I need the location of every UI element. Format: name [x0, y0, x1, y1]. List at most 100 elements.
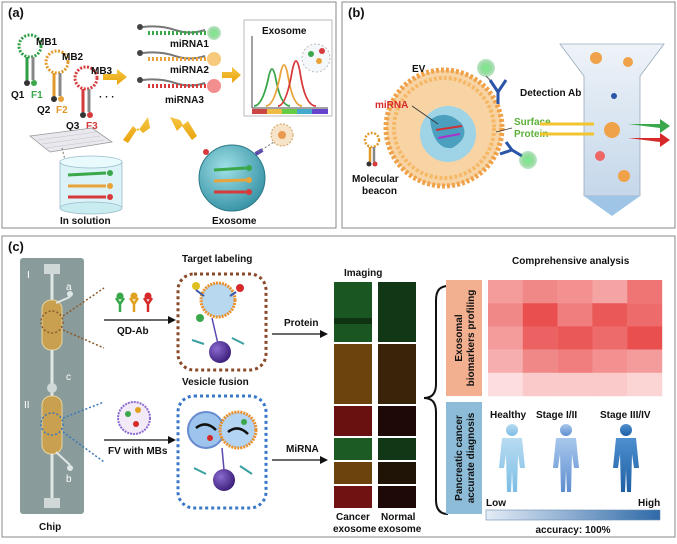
heatmap: [488, 280, 663, 397]
person-stage-late-icon: [613, 424, 639, 492]
accuracy-label: accuracy: 100%: [535, 525, 610, 536]
mirna-label: miRNA: [375, 100, 408, 111]
molecular-beacon-line2: beacon: [362, 186, 397, 197]
in-solution-label: In solution: [60, 216, 111, 227]
arrow-up-icon: [170, 117, 197, 140]
spectrum-plot: Exosome: [243, 19, 333, 117]
fv-mbs-label: FV with MBs: [108, 446, 168, 457]
mirna-strands: miRNA1 miRNA2 miRNA3: [137, 24, 221, 106]
low-label: Low: [486, 498, 506, 509]
diagnosis-side-box: [446, 402, 482, 514]
mb1-label: MB1: [36, 37, 58, 48]
arrow-right-icon: [222, 67, 241, 83]
protein-labeling-box: [176, 272, 268, 372]
heatmap-cell: [592, 303, 628, 327]
ev-label: EV: [412, 64, 426, 75]
accuracy-bar: [485, 509, 661, 521]
heatmap-cell: [557, 349, 593, 373]
fv-mbs-icon: [117, 401, 151, 435]
panel-b-label: (b): [348, 5, 365, 20]
heatmap-cell: [557, 280, 593, 304]
cancer-exosome-line2: exosome: [333, 524, 377, 535]
heatmap-cell: [522, 303, 558, 327]
diagnosis-line2: accurate diagnosis: [466, 412, 477, 503]
heatmap-cell: [557, 303, 593, 327]
protein-label: Protein: [284, 318, 318, 329]
normal-exosome-line2: exosome: [378, 524, 422, 535]
beacon-mb3: MB3 Q3 F3: [66, 65, 113, 132]
heatmap-cell: [522, 372, 558, 397]
mb3-label: MB3: [91, 66, 113, 77]
imaging-cancer-column: [334, 282, 372, 508]
qd-ab-label: QD-Ab: [117, 326, 149, 337]
heatmap-cell: [488, 372, 523, 397]
heatmap-cell: [627, 349, 663, 373]
high-label: High: [638, 498, 660, 509]
heatmap-cell: [592, 280, 628, 304]
heatmap-cell: [592, 372, 628, 397]
detection-ab-label: Detection Ab: [520, 88, 581, 99]
mirna-fusion-box: [176, 394, 268, 510]
mirna-label-c: MiRNA: [286, 444, 319, 455]
in-solution-illustration: In solution: [29, 127, 123, 227]
chip-title: Chip: [39, 522, 61, 533]
vesicle-fusion-label: Vesicle fusion: [182, 377, 249, 388]
mb2-label: MB2: [62, 52, 84, 63]
beacon-ellipsis: · · ·: [99, 92, 115, 103]
detection-antibodies: [477, 59, 537, 169]
normal-exosome-line1: Normal: [381, 512, 416, 523]
q2-label: Q2: [37, 105, 51, 116]
person-healthy-icon: [499, 424, 525, 492]
heatmap-cell: [627, 372, 663, 397]
mirna2-label: miRNA2: [170, 65, 209, 76]
q3-label: Q3: [66, 121, 80, 132]
chip-roman-1: I: [27, 270, 30, 281]
q1-label: Q1: [11, 90, 25, 101]
f1-label: F1: [31, 90, 43, 101]
heatmap-cell: [522, 349, 558, 373]
molecular-beacon-icon: [363, 131, 381, 167]
stage-early-label: Stage I/II: [536, 410, 577, 421]
chip-inlet-c: c: [66, 372, 71, 383]
heatmap-cell: [592, 326, 628, 350]
curly-brace: [423, 285, 449, 515]
arrow-up-icon: [123, 117, 150, 143]
profiling-side-box: [446, 280, 482, 396]
comprehensive-title: Comprehensive analysis: [512, 256, 630, 267]
profiling-line1: Exosomal: [454, 314, 465, 361]
mirna3-label: miRNA3: [165, 95, 204, 106]
exosome-label: Exosome: [212, 216, 257, 227]
molecular-beacon-line1: Molecular: [352, 174, 399, 185]
heatmap-cell: [488, 303, 523, 327]
spectrum-title: Exosome: [262, 26, 307, 37]
panel-c: (c) I II a c b Chip: [1, 235, 676, 538]
heatmap-cell: [627, 280, 663, 304]
exosome-illustration: Exosome: [198, 123, 294, 227]
heatmap-cell: [592, 349, 628, 373]
surface-protein-line2: Protein: [514, 129, 548, 140]
ev-vesicle: [383, 67, 505, 189]
surface-protein-line1: Surface: [514, 117, 551, 128]
chip-inlet-b: b: [66, 474, 72, 485]
microfluidic-chip: I II a c b Chip: [20, 258, 105, 533]
stage-healthy-label: Healthy: [490, 410, 527, 421]
qd-ab-icons: [114, 292, 154, 312]
heatmap-cell: [488, 280, 523, 304]
beacon-mb1: MB1 Q1 F1: [11, 33, 58, 101]
panel-a: (a) MB1 Q1 F1 MB2 Q2 F2: [1, 1, 337, 229]
f2-label: F2: [56, 105, 68, 116]
heatmap-cell: [488, 349, 523, 373]
heatmap-cell: [627, 303, 663, 327]
imaging-title: Imaging: [344, 268, 382, 279]
panel-c-label: (c): [8, 239, 24, 254]
beacon-mb2: MB2 Q2 F2: [37, 49, 84, 116]
mirna1-label: miRNA1: [170, 39, 209, 50]
panel-a-label: (a): [8, 5, 24, 20]
target-labeling-title: Target labeling: [182, 254, 252, 265]
stage-late-label: Stage III/IV: [600, 410, 651, 421]
heatmap-cell: [627, 326, 663, 350]
heatmap-cell: [557, 372, 593, 397]
profiling-line2: biomarkers profiling: [466, 290, 477, 387]
